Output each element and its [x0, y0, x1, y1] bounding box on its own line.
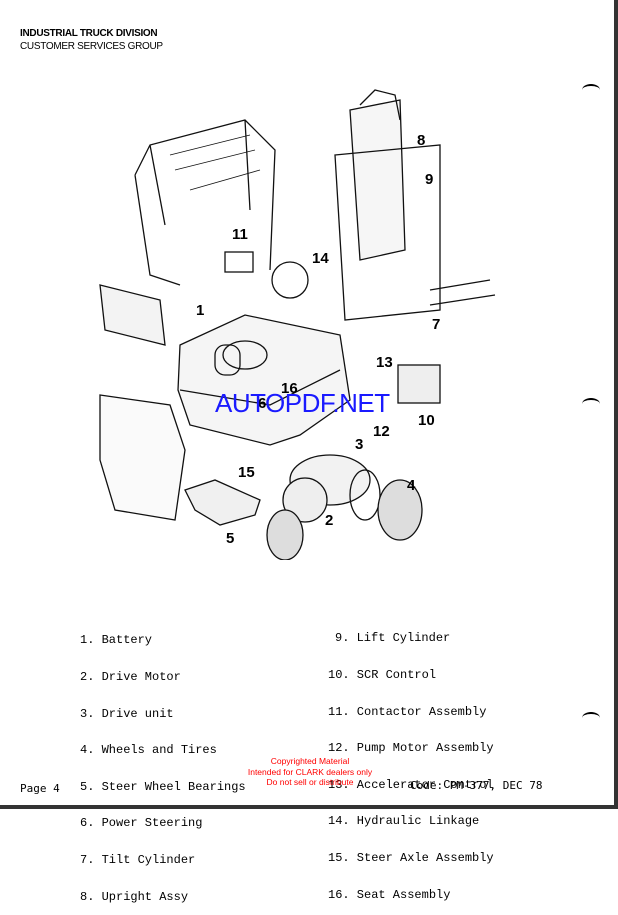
- legend-item: 6. Power Steering: [80, 816, 203, 831]
- legend-item: 15. Steer Axle Assembly: [328, 850, 494, 865]
- legend-item: 16. Seat Assembly: [328, 887, 451, 902]
- exploded-truck-diagram: [99, 89, 496, 560]
- callout-16: 16: [281, 380, 298, 397]
- callout-8: 8: [417, 132, 426, 149]
- callout-6: 6: [258, 395, 267, 412]
- copyright-line: Copyrighted Material: [270, 756, 350, 766]
- legend-item: 9. Lift Cylinder: [335, 631, 451, 646]
- callout-15: 15: [238, 464, 255, 481]
- legend-item: 14. Hydraulic Linkage: [328, 814, 480, 829]
- callout-3: 3: [355, 436, 364, 453]
- division-title: INDUSTRIAL TRUCK DIVISION: [20, 28, 158, 39]
- legend-item: 4. Wheels and Tires: [80, 743, 217, 758]
- callout-10: 10: [418, 412, 435, 429]
- callout-14: 14: [312, 250, 329, 267]
- copyright-line: Intended for CLARK dealers only: [247, 766, 373, 777]
- legend-item: 2. Drive Motor: [80, 670, 181, 684]
- callout-11: 11: [232, 226, 248, 243]
- callout-1: 1: [196, 302, 205, 319]
- callout-9: 9: [425, 171, 434, 188]
- watermark: AUTOPDF.NET: [215, 388, 390, 418]
- legend-item: 12. Pump Motor Assembly: [328, 741, 494, 756]
- callout-5: 5: [226, 530, 235, 547]
- legend-item: 13. Accelerator Control: [328, 777, 494, 792]
- copyright-line: Do not sell or distribute: [266, 777, 354, 787]
- callout-7: 7: [432, 316, 441, 333]
- legend-item: 7. Tilt Cylinder: [80, 852, 196, 867]
- binding-hole-mark: [582, 398, 600, 410]
- callout-12: 12: [373, 423, 390, 440]
- copyright-notice: Copyrighted Material Intended for CLARK …: [200, 756, 420, 788]
- callout-4: 4: [407, 477, 416, 494]
- binding-hole-mark: [582, 712, 600, 724]
- page-border-right: [614, 0, 618, 809]
- page-border-bottom: [0, 805, 618, 809]
- legend-item: 8. Upright Assy: [80, 889, 189, 904]
- legend-item: 3. Drive unit: [80, 706, 174, 721]
- callout-13: 13: [376, 354, 393, 371]
- legend-item: 1. Battery: [80, 633, 153, 648]
- document-code: Code: PM-377, DEC 78: [410, 779, 543, 792]
- legend-item: 10. SCR Control: [328, 668, 437, 682]
- callout-2: 2: [325, 512, 334, 529]
- legend-item: 5. Steer Wheel Bearings: [80, 779, 246, 794]
- legend-item: 11. Contactor Assembly: [328, 704, 487, 719]
- page-number: Page 4: [20, 782, 60, 795]
- binding-hole-mark: [582, 84, 600, 96]
- group-title: CUSTOMER SERVICES GROUP: [20, 41, 163, 52]
